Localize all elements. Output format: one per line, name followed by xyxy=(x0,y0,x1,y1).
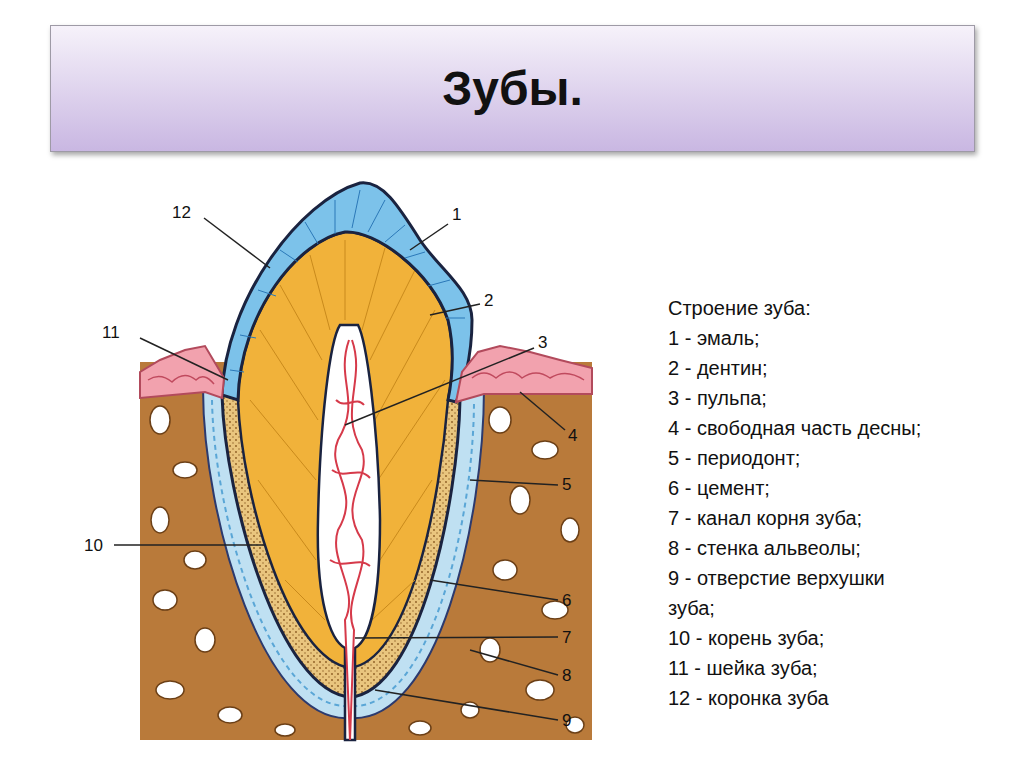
pulp xyxy=(318,325,380,740)
callout-number: 11 xyxy=(102,324,120,341)
callout-number: 10 xyxy=(84,537,103,554)
callout-number: 6 xyxy=(562,592,571,609)
callout-number: 4 xyxy=(568,427,577,444)
title: Зубы. xyxy=(442,61,583,116)
legend-item: 10 - корень зуба; xyxy=(668,623,923,653)
legend-item: 3 - пульпа; xyxy=(668,383,923,413)
legend-item: 11 - шейка зуба; xyxy=(668,653,923,683)
callout-number: 7 xyxy=(562,629,571,646)
callout-number: 5 xyxy=(562,476,571,493)
legend-heading: Строение зуба: xyxy=(668,293,923,323)
legend-item: 9 - отверстие верхушки зуба; xyxy=(668,563,923,623)
callout-number: 8 xyxy=(562,667,571,684)
legend-item: 1 - эмаль; xyxy=(668,323,923,353)
callout-number: 2 xyxy=(484,292,493,309)
legend-item: 4 - свободная часть десны; xyxy=(668,413,923,443)
callout-number: 1 xyxy=(452,206,461,223)
legend-item: 2 - дентин; xyxy=(668,353,923,383)
callout-number: 9 xyxy=(562,712,571,729)
legend-item: 12 - коронка зуба xyxy=(668,683,923,713)
title-banner: Зубы. xyxy=(50,25,975,152)
pulp-vessels xyxy=(330,340,370,740)
callout-number: 3 xyxy=(538,334,547,351)
legend-item: 8 - стенка альвеолы; xyxy=(668,533,923,563)
legend-item: 5 - периодонт; xyxy=(668,443,923,473)
legend-list: Строение зуба:1 - эмаль;2 - дентин;3 - п… xyxy=(668,293,923,713)
leader-lines xyxy=(114,218,565,720)
callout-number: 12 xyxy=(172,204,191,221)
legend-item: 6 - цемент; xyxy=(668,473,923,503)
gum-right xyxy=(456,346,592,402)
legend-item: 7 - канал корня зуба; xyxy=(668,503,923,533)
